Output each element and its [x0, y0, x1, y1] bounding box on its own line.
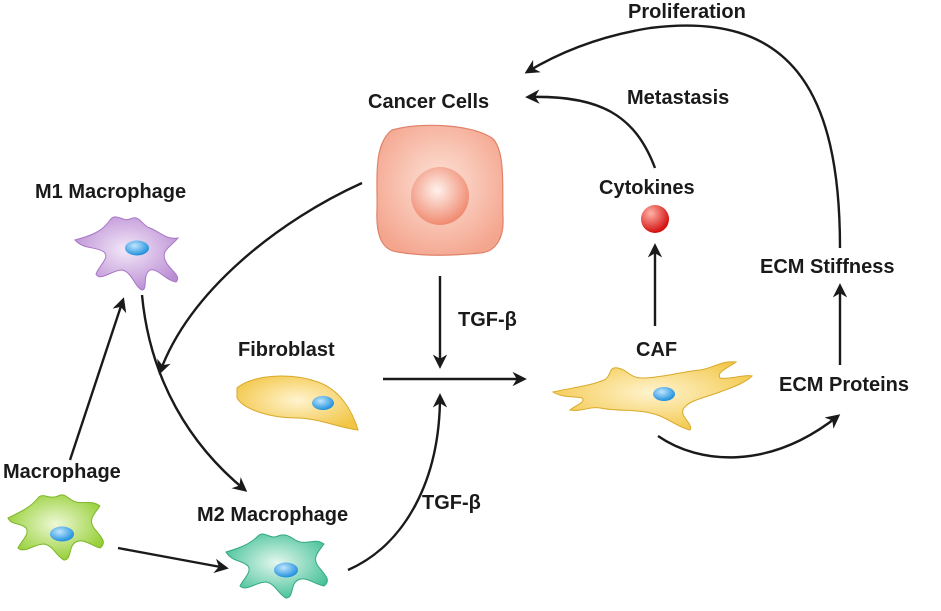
label-ecm-stiffness: ECM Stiffness [760, 256, 895, 278]
arrow-cytokines-to-metastasis [525, 89, 657, 169]
m2-macrophage-nucleus [274, 562, 298, 578]
label-m1-macrophage: M1 Macrophage [35, 181, 187, 203]
label-tgf-beta-top: TGF-β [458, 309, 517, 331]
macrophage-cell [7, 494, 104, 561]
label-tgf-beta-bottom: TGF-β [422, 492, 481, 514]
fibroblast-nucleus [312, 396, 334, 410]
label-metastasis: Metastasis [627, 87, 730, 109]
cancer-cell-nucleus [411, 167, 469, 225]
label-fibroblast: Fibroblast [238, 339, 335, 361]
m2-macrophage-cell [225, 533, 328, 599]
label-cytokines: Cytokines [599, 177, 695, 199]
label-proliferation: Proliferation [628, 1, 746, 23]
cancer-cell [376, 124, 504, 256]
label-ecm-proteins: ECM Proteins [779, 374, 910, 396]
arrow-m2-tgf-beta-up [347, 393, 448, 572]
arrow-ecm-stiffness-to-proliferation [524, 24, 842, 249]
arrow-m1-to-m2 [140, 294, 248, 492]
arrow-cancer-to-m2-macrophage [157, 181, 363, 375]
m1-macrophage-nucleus [125, 240, 149, 256]
caf-nucleus [653, 387, 675, 401]
cytokine-sphere [641, 205, 669, 233]
label-caf: CAF [636, 339, 678, 361]
m1-macrophage-cell [74, 216, 180, 291]
arrow-caf-to-ecm-proteins [657, 414, 841, 459]
arrow-macrophage-to-m1 [68, 297, 127, 461]
label-m2-macrophage: M2 Macrophage [197, 504, 349, 526]
caf-cell [551, 361, 753, 431]
arrow-macrophage-to-m2 [117, 546, 229, 573]
fibroblast-cell [236, 375, 359, 431]
macrophage-nucleus [50, 526, 74, 542]
label-cancer-cells: Cancer Cells [368, 91, 490, 113]
label-macrophage: Macrophage [3, 461, 121, 483]
